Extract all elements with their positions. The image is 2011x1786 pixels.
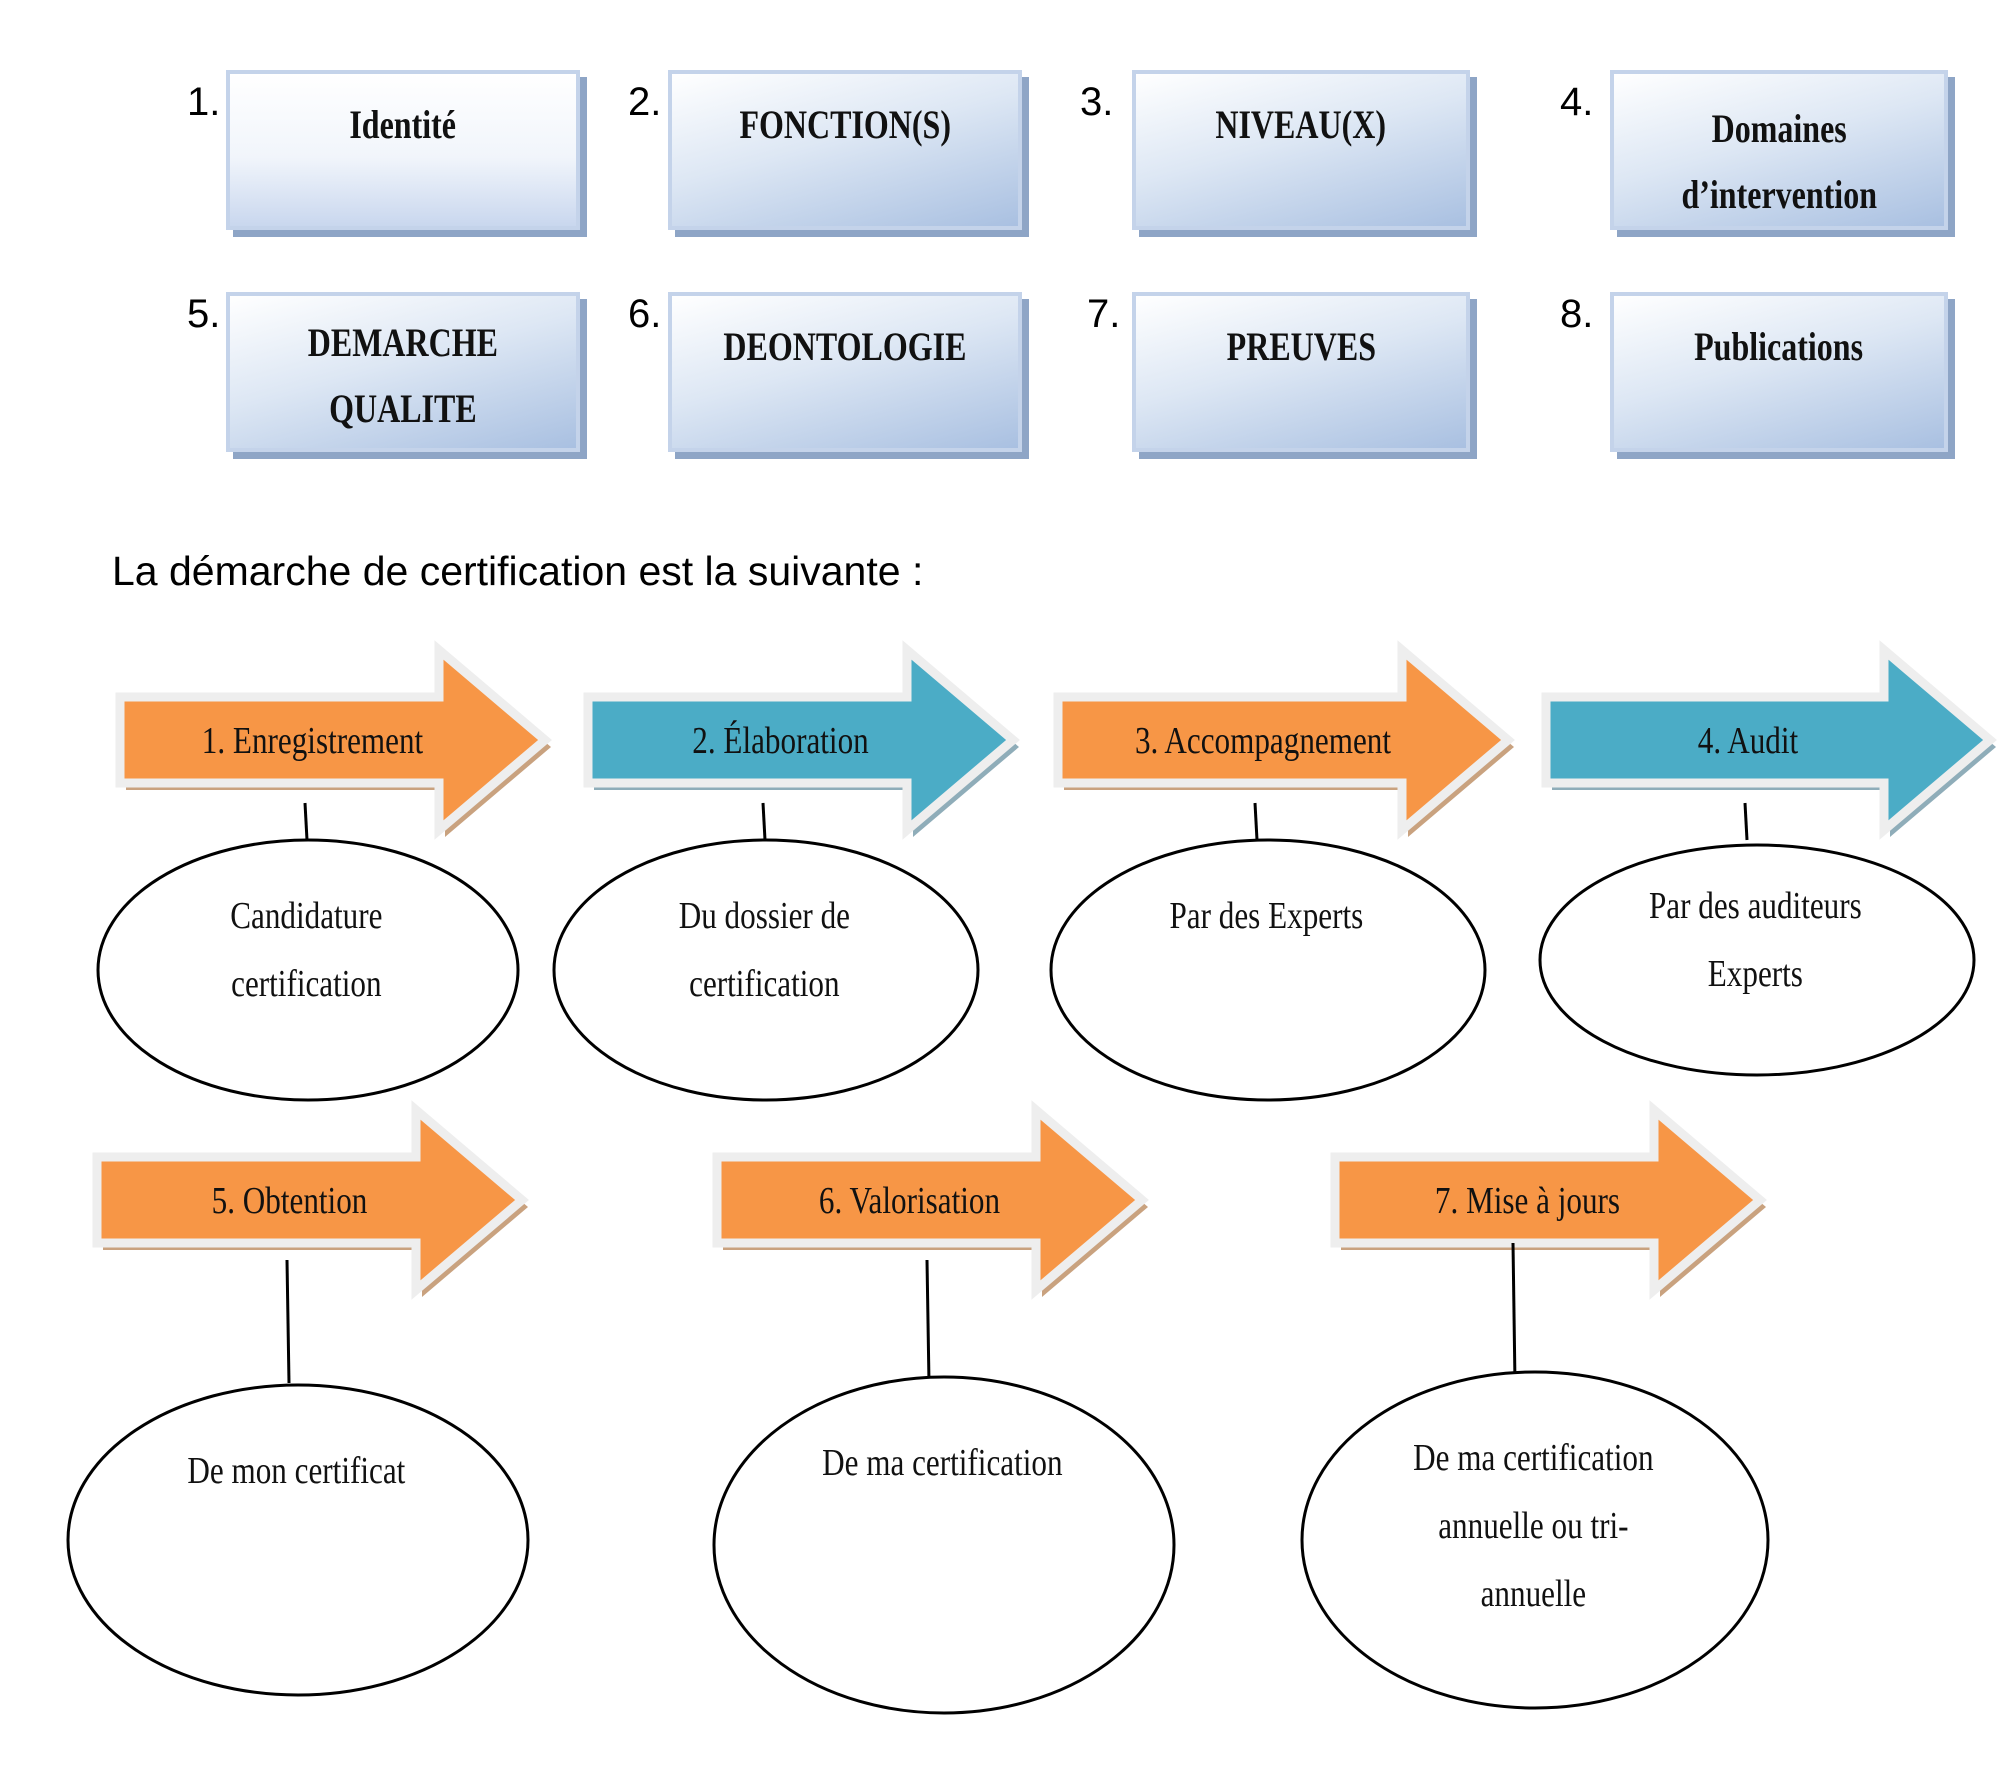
process-heading: La démarche de certification est la suiv… [112,548,924,594]
category-label: Identité [349,102,457,147]
connector-line [1743,802,1749,841]
category-box-demarche-qualite: DEMARCHE QUALITE [226,292,580,452]
process-step-2: 2. Élaboration Du dossier de certification [552,640,1020,1102]
description-ellipse [66,1383,530,1697]
connector-line [925,1259,931,1384]
box-number: 7. [1087,292,1121,336]
category-box-domaines: Domaines d’intervention [1610,70,1948,230]
category-label: FONCTION(S) [739,102,951,147]
category-box-fonctions: FONCTION(S) [668,70,1022,230]
process-arrow [1541,640,1997,840]
box-number: 1. [187,80,221,124]
description-ellipse [552,838,980,1102]
arrow-label: 6. Valorisation [819,1179,1000,1222]
ellipse-text: certification [231,962,381,1005]
category-label: PREUVES [1226,324,1376,369]
process-arrow [1053,640,1515,840]
arrow-label: 7. Mise à jours [1435,1179,1620,1222]
category-label: DEMARCHE QUALITE [307,320,499,431]
process-arrow [1330,1100,1767,1300]
ellipse-text: Par des Experts [1169,894,1363,937]
ellipse-text: Candidature [230,894,382,937]
category-box-identite: Identité [226,70,580,230]
process-step-7: 7. Mise à jours De ma certification annuel… [1300,1100,1770,1710]
arrow-label: 5. Obtention [212,1179,368,1222]
description-ellipse [1538,843,1976,1077]
ellipse-text: annuelle [1481,1572,1587,1615]
description-ellipse [96,838,520,1102]
box-number: 2. [628,80,662,124]
arrow-label: 2. Élaboration [692,719,868,762]
box-number: 8. [1560,292,1594,336]
ellipse-text: De ma certification [822,1441,1062,1484]
ellipse-text: De mon certificat [187,1449,405,1492]
category-label: Domaines d’intervention [1681,106,1877,217]
description-ellipse [1049,838,1487,1102]
ellipse-text: annuelle ou tri- [1438,1504,1628,1547]
ellipse-text: Du dossier de [679,894,850,937]
ellipse-text: De ma certification [1413,1436,1653,1479]
connector-line [1253,802,1259,841]
connector-line [1511,1242,1517,1384]
ellipse-text: Experts [1708,952,1803,995]
category-box-deontologie: DEONTOLOGIE [668,292,1022,452]
box-number: 4. [1560,80,1594,124]
arrow-label: 1. Enregistrement [202,719,424,762]
process-step-6: 6. Valorisation De ma certification [712,1100,1176,1715]
process-arrow [583,640,1020,840]
arrow-label: 4. Audit [1698,719,1799,762]
process-arrow [92,1100,529,1300]
connector-line [303,802,309,841]
category-label: DEONTOLOGIE [723,324,967,369]
process-arrow [712,1100,1149,1300]
description-ellipse [712,1375,1176,1715]
ellipse-text: Par des auditeurs [1649,884,1862,927]
connector-line [761,802,767,841]
process-step-5: 5. Obtention De mon certificat [66,1100,530,1697]
category-label: NIVEAU(X) [1215,102,1387,147]
category-box-niveaux: NIVEAU(X) [1132,70,1470,230]
box-number: 3. [1080,80,1114,124]
arrow-label: 3. Accompagnement [1135,719,1391,762]
category-box-publications: Publications [1610,292,1948,452]
description-ellipse [1300,1370,1770,1710]
box-number: 6. [628,292,662,336]
category-label: Publications [1694,324,1864,369]
ellipse-text: certification [689,962,839,1005]
process-arrow [115,640,552,840]
box-number: 5. [187,292,221,336]
category-box-preuves: PREUVES [1132,292,1470,452]
connector-line [285,1259,291,1384]
